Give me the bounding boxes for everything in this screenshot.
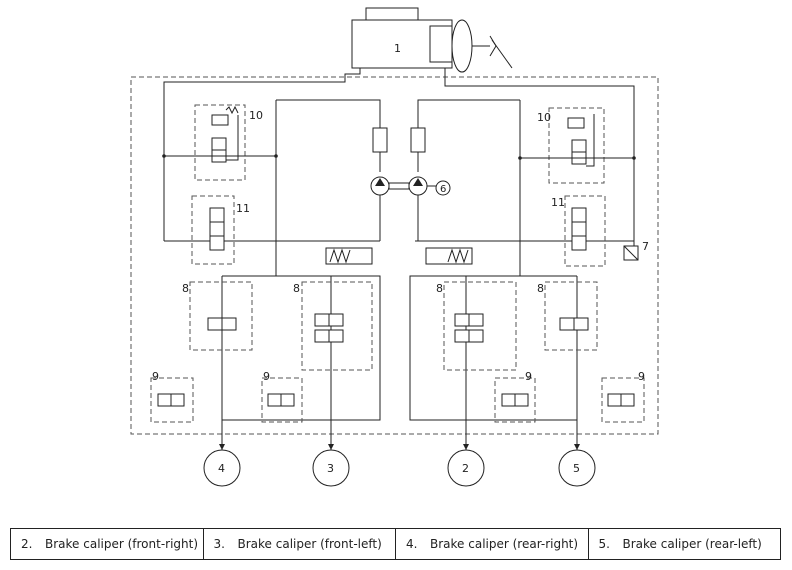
accumulators (372, 127, 426, 172)
caliper-rear-left: 5 (558, 440, 596, 487)
legend-row: 2. Brake caliper (front-right) 3. Brake ca… (10, 528, 781, 560)
valve-9-d-callout: 9 (638, 370, 645, 383)
valve-9-d: 9 (601, 370, 645, 423)
master-cylinder: 1 (351, 7, 513, 73)
valve-8-a-callout: 8 (182, 282, 189, 295)
valve-8-b-callout: 8 (293, 282, 300, 295)
pump-callout: 6 (440, 184, 446, 195)
caliper-legend-table: 2. Brake caliper (front-right) 3. Brake ca… (10, 528, 781, 560)
valve-9-a-callout: 9 (152, 370, 159, 383)
caliper-rear-right: 4 (203, 440, 241, 487)
valve-9-c: 9 (494, 370, 536, 423)
caliper-front-right-label: 2 (462, 462, 469, 475)
valve-9-b-callout: 9 (263, 370, 270, 383)
legend-cell-front-right: 2. Brake caliper (front-right) (10, 528, 204, 560)
legend-label: Brake caliper (front-left) (237, 537, 382, 551)
legend-num: 5. (598, 537, 610, 551)
legend-label: Brake caliper (rear-right) (430, 537, 579, 551)
valve-10-right-callout: 10 (537, 111, 551, 124)
valve-8-b: 8 (293, 281, 373, 371)
sensor-callout: 7 (642, 240, 649, 253)
master-cylinder-callout: 1 (394, 42, 401, 55)
brake-hydraulic-diagram: 1 10 11 10 (130, 7, 659, 487)
valve-10-left-callout: 10 (249, 109, 263, 122)
valve-10-right: 10 (518, 107, 636, 184)
valve-8-d: 8 (537, 281, 598, 351)
pressure-sensor: 7 (623, 240, 649, 261)
valve-11-left: 11 (191, 195, 250, 265)
valve-8-c: 8 (436, 281, 517, 371)
legend-num: 3. (213, 537, 225, 551)
valve-9-a: 9 (150, 370, 194, 423)
valve-8-d-callout: 8 (537, 282, 544, 295)
legend-cell-rear-left: 5. Brake caliper (rear-left) (587, 528, 781, 560)
caliper-front-right: 2 (447, 440, 485, 487)
valve-10-left: 10 (162, 104, 278, 181)
legend-label: Brake caliper (front-right) (45, 537, 199, 551)
legend-label: Brake caliper (rear-left) (622, 537, 762, 551)
valve-9-c-callout: 9 (525, 370, 532, 383)
supply-lines (163, 68, 635, 242)
valve-11-right: 11 (551, 195, 606, 267)
distribution-lines (221, 275, 578, 440)
valve-11-right-callout: 11 (551, 196, 565, 209)
damper-right (425, 247, 473, 265)
caliper-rear-left-label: 5 (573, 462, 580, 475)
legend-cell-front-left: 3. Brake caliper (front-left) (202, 528, 396, 560)
pump-unit: 6 (370, 176, 451, 241)
legend-num: 4. (406, 537, 418, 551)
inner-circuits (275, 99, 521, 276)
valve-8-c-callout: 8 (436, 282, 443, 295)
legend-num: 2. (21, 537, 33, 551)
damper-left (325, 247, 373, 265)
caliper-front-left: 3 (312, 440, 350, 487)
caliper-rear-right-label: 4 (218, 462, 225, 475)
hydraulic-unit-housing (130, 76, 659, 435)
valve-8-a: 8 (182, 281, 253, 351)
valve-11-left-callout: 11 (236, 202, 250, 215)
legend-cell-rear-right: 4. Brake caliper (rear-right) (395, 528, 589, 560)
caliper-front-left-label: 3 (327, 462, 334, 475)
valve-9-b: 9 (261, 370, 303, 423)
